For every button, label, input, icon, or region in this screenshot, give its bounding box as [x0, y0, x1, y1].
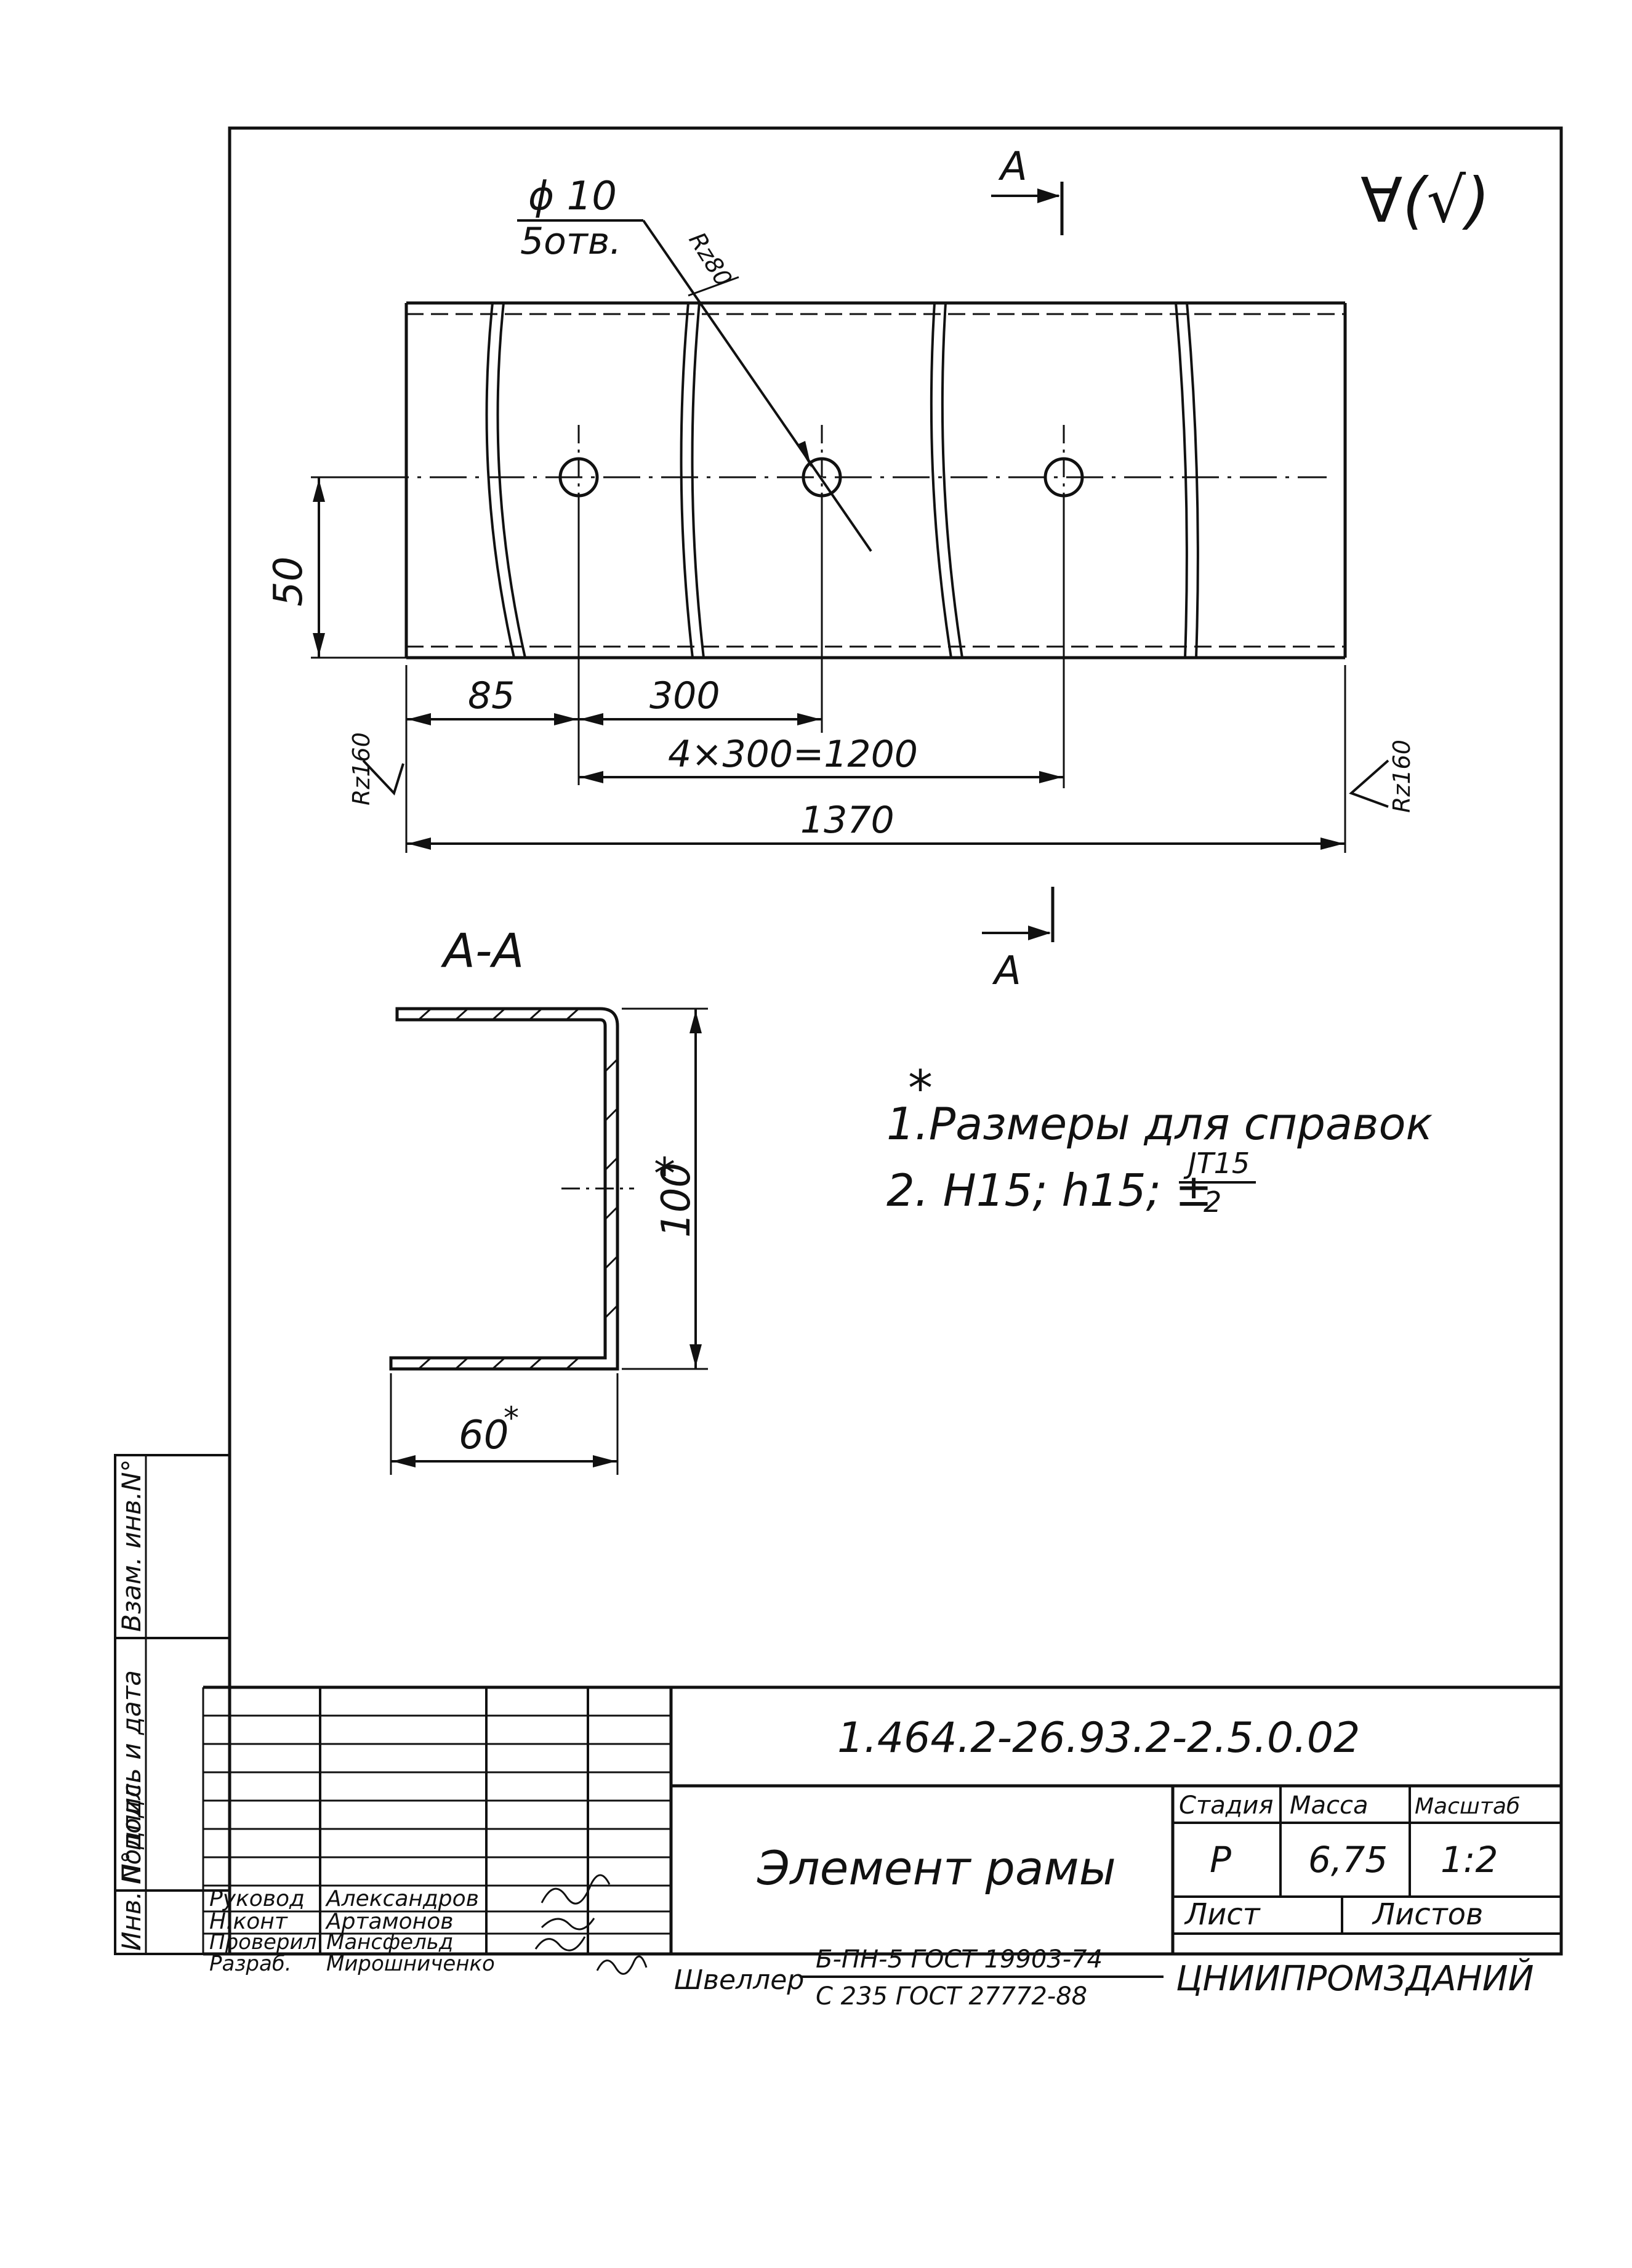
stage-value: Р — [1210, 1839, 1231, 1881]
part-name: Элемент рамы — [757, 1841, 1116, 1895]
section-arrow-top — [991, 182, 1064, 235]
section-height-value: 100 — [654, 1163, 699, 1238]
note1-asterisk: * — [908, 1060, 933, 1117]
hole-count-label: 5отв. — [520, 220, 621, 263]
note-2: 2. H15; h15; ± — [886, 1164, 1212, 1216]
name-lead: Александров — [325, 1886, 479, 1911]
role-norm-control: Н.конт — [209, 1909, 288, 1934]
note-1: 1.Размеры для справок — [886, 1098, 1433, 1150]
dim-overall — [406, 665, 1346, 853]
dim-85-300 — [405, 499, 823, 853]
stage-label: Стадия — [1179, 1791, 1273, 1820]
channel-top-view — [314, 301, 1347, 660]
section-width-value: 60 — [459, 1413, 508, 1458]
material-top: Б-ПН-5 ГОСТ 19903-74 — [816, 1945, 1103, 1974]
section-dim-height — [622, 1007, 708, 1370]
end-roughness-left: Rz160 — [348, 732, 375, 805]
mass-label: Масса — [1290, 1791, 1369, 1820]
section-label-bottom: A — [992, 948, 1021, 994]
end-roughness-right: Rz160 — [1388, 740, 1415, 813]
section-label-top: A — [998, 144, 1027, 190]
section-height-mark: * — [654, 1148, 675, 1199]
section-title: А-А — [440, 923, 524, 978]
note-2-fraction-bottom: 2 — [1204, 1185, 1221, 1219]
dim-total-pitch — [579, 499, 1065, 788]
dim-total-pitch-value: 4×300=1200 — [668, 733, 918, 776]
dim-pitch-value: 300 — [649, 674, 720, 717]
section-arrow-bottom — [982, 887, 1055, 942]
drawing-designation: 1.464.2-26.93.2-2.5.0.02 — [837, 1714, 1360, 1762]
signatures — [534, 1874, 648, 1975]
hole-diameter-label: ϕ 10 — [528, 174, 617, 219]
scale-value: 1:2 — [1441, 1839, 1498, 1881]
dim-height-50 — [311, 476, 406, 659]
end-roughness-symbols — [362, 759, 1389, 808]
margin-label-inv-podl: Инв. N°подл. — [116, 1775, 147, 1951]
sheets-label: Листов — [1372, 1897, 1483, 1932]
hole-roughness-label: Rz80 — [683, 227, 737, 291]
mass-value: 6,75 — [1308, 1839, 1388, 1881]
dim-overall-value: 1370 — [800, 799, 894, 842]
section-profile — [389, 1007, 634, 1371]
margin-label-vzam-inv: Взам. инв.N° — [116, 1459, 147, 1632]
name-checked: Мансфельд — [326, 1930, 453, 1955]
material-prefix: Швеллер — [674, 1964, 804, 1996]
material-bottom: С 235 ГОСТ 27772-88 — [816, 1982, 1087, 2011]
scale-label: Масштаб — [1415, 1794, 1520, 1819]
name-norm-control: Артамонов — [325, 1909, 453, 1934]
role-lead: Руковод — [209, 1886, 305, 1911]
name-developer: Мирошниченко — [326, 1951, 495, 1976]
dim-height-value: 50 — [266, 557, 312, 607]
role-checked: Проверил — [209, 1930, 316, 1955]
organization: ЦНИИПРОМЗДАНИЙ — [1176, 1959, 1534, 1999]
hole-callout — [517, 219, 872, 552]
role-developer: Разраб. — [209, 1951, 292, 1976]
note-2-fraction-top: JT15 — [1183, 1147, 1250, 1180]
dim-edge-offset-value: 85 — [468, 674, 515, 717]
section-dim-width — [390, 1373, 619, 1475]
margin-label-signature-date: Подпись и дата — [116, 1670, 147, 1884]
section-width-mark: * — [504, 1400, 519, 1436]
sheet-label: Лист — [1184, 1897, 1261, 1932]
surface-finish-symbol: ∀(√) — [1361, 164, 1490, 236]
